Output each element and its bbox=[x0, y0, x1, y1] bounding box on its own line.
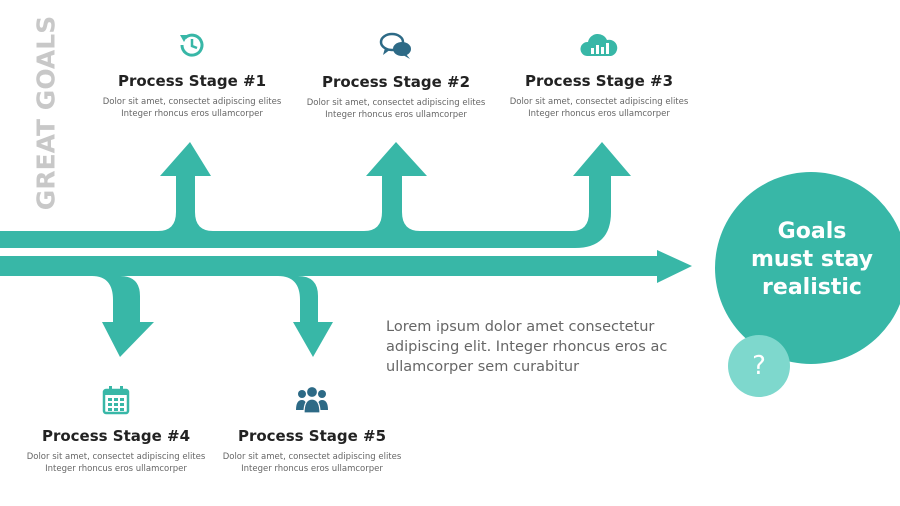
stage-4: Process Stage #4 Dolor sit amet, consect… bbox=[16, 385, 216, 475]
stage-title: Process Stage #4 bbox=[41, 427, 191, 445]
goal-line: Goals bbox=[777, 219, 847, 244]
desc-line: Integer rhoncus eros ullamcorper bbox=[121, 109, 263, 119]
goal-line: must stay bbox=[751, 247, 873, 272]
stage-title: Process Stage #1 bbox=[117, 72, 267, 90]
cloud-chart-icon bbox=[499, 30, 699, 60]
goal-line: realistic bbox=[762, 275, 862, 300]
stage-description: Dolor sit amet, consectet adipiscing eli… bbox=[212, 451, 412, 475]
stage-description: Dolor sit amet, consectet adipiscing eli… bbox=[499, 96, 699, 120]
stage-description: Dolor sit amet, consectet adipiscing eli… bbox=[296, 97, 496, 121]
stage-2: Process Stage #2 Dolor sit amet, consect… bbox=[296, 31, 496, 121]
desc-line: Dolor sit amet, consectet adipiscing eli… bbox=[26, 452, 206, 462]
side-title: GREAT GOALS bbox=[31, 15, 61, 211]
paragraph-line: adipiscing elit. Integer rhoncus eros ac bbox=[386, 339, 668, 355]
paragraph-line: ullamcorper sem curabitur bbox=[386, 359, 580, 375]
calendar-icon bbox=[16, 385, 216, 415]
chat-bubbles-icon bbox=[296, 31, 496, 61]
stage-3: Process Stage #3 Dolor sit amet, consect… bbox=[499, 30, 699, 120]
stage-title: Process Stage #5 bbox=[237, 427, 387, 445]
upper-branch-line bbox=[0, 142, 631, 248]
stage-title: Process Stage #3 bbox=[524, 72, 674, 90]
stage-1: Process Stage #1 Dolor sit amet, consect… bbox=[92, 30, 292, 120]
main-arrow-line bbox=[0, 250, 692, 357]
goal-text: Goals must stay realistic bbox=[717, 218, 900, 302]
question-mark-icon: ? bbox=[752, 351, 766, 381]
desc-line: Integer rhoncus eros ullamcorper bbox=[325, 110, 467, 120]
desc-line: Integer rhoncus eros ullamcorper bbox=[528, 109, 670, 119]
desc-line: Integer rhoncus eros ullamcorper bbox=[241, 464, 383, 474]
stage-description: Dolor sit amet, consectet adipiscing eli… bbox=[92, 96, 292, 120]
desc-line: Dolor sit amet, consectet adipiscing eli… bbox=[306, 98, 486, 108]
people-group-icon bbox=[212, 385, 412, 415]
desc-line: Dolor sit amet, consectet adipiscing eli… bbox=[509, 97, 689, 107]
stage-title: Process Stage #2 bbox=[321, 73, 471, 91]
history-clock-icon bbox=[92, 30, 292, 60]
stage-description: Dolor sit amet, consectet adipiscing eli… bbox=[16, 451, 216, 475]
desc-line: Integer rhoncus eros ullamcorper bbox=[45, 464, 187, 474]
question-badge bbox=[728, 335, 790, 397]
desc-line: Dolor sit amet, consectet adipiscing eli… bbox=[222, 452, 402, 462]
desc-line: Dolor sit amet, consectet adipiscing eli… bbox=[102, 97, 282, 107]
goal-circle bbox=[715, 172, 900, 364]
paragraph-line: Lorem ipsum dolor amet consectetur bbox=[386, 319, 655, 335]
stage-5: Process Stage #5 Dolor sit amet, consect… bbox=[212, 385, 412, 475]
lorem-paragraph: Lorem ipsum dolor amet consectetur adipi… bbox=[386, 317, 676, 377]
